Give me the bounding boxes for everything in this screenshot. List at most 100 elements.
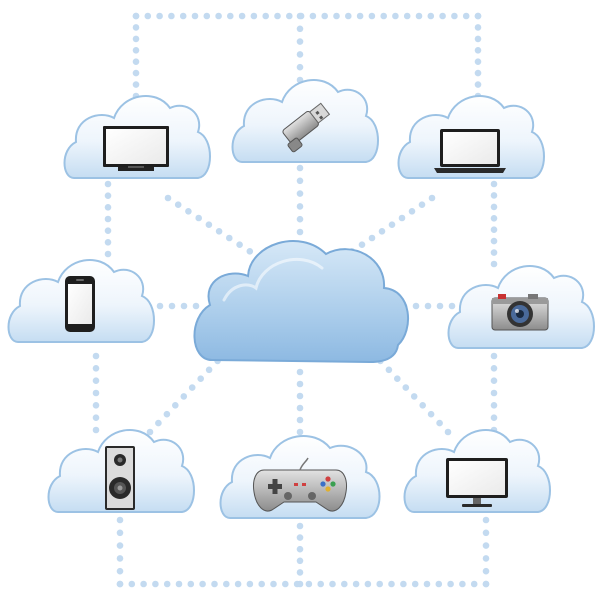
device-cloud-tv xyxy=(63,94,211,179)
connection-dot xyxy=(427,12,435,20)
connection-dot xyxy=(415,12,423,20)
connection-dot xyxy=(482,567,490,575)
connection-dot xyxy=(234,580,242,588)
connection-dot xyxy=(238,12,246,20)
connection-dot xyxy=(490,402,498,409)
connection-dot xyxy=(490,203,498,211)
device-cloud-gamepad xyxy=(219,434,381,519)
connection-dot xyxy=(211,580,218,588)
connection-dot xyxy=(296,428,304,436)
connection-dot xyxy=(482,580,490,588)
connection-dot xyxy=(227,12,234,20)
connection-dot xyxy=(262,12,270,20)
connection-dot xyxy=(490,180,498,188)
connection-dot xyxy=(345,12,352,20)
connection-dot xyxy=(474,69,482,77)
connection-dot xyxy=(439,12,446,20)
connection-dot xyxy=(92,377,100,385)
connection-dot xyxy=(403,12,411,20)
connection-dot xyxy=(92,389,100,397)
connection-dot xyxy=(258,580,266,588)
connection-dot xyxy=(296,63,304,71)
connection-dot xyxy=(92,426,100,434)
connection-dot xyxy=(392,12,399,20)
connection-dot xyxy=(116,580,124,588)
connection-dot xyxy=(358,241,366,248)
connection-dot xyxy=(400,580,407,588)
connection-dot xyxy=(296,190,304,197)
monitor-icon xyxy=(446,458,508,507)
connection-dot xyxy=(132,12,140,20)
connection-dot xyxy=(92,414,100,422)
connection-dot xyxy=(296,215,304,223)
connection-dot xyxy=(223,580,230,588)
connection-dot xyxy=(408,208,416,215)
connection-dot xyxy=(296,12,304,20)
connection-dot xyxy=(191,12,199,20)
connection-dot xyxy=(435,580,443,588)
connection-dot xyxy=(296,522,304,530)
connection-dot xyxy=(132,81,140,88)
connection-dot xyxy=(474,81,482,88)
connection-dot xyxy=(180,393,188,400)
connection-dot xyxy=(388,580,395,588)
connection-dot xyxy=(132,69,140,77)
connection-dot xyxy=(174,201,182,208)
connection-dot xyxy=(474,58,482,65)
connection-dot xyxy=(419,402,427,409)
connection-dot xyxy=(144,12,152,20)
connection-dot xyxy=(116,567,124,575)
connection-dot xyxy=(274,12,281,20)
gamepad-icon xyxy=(253,457,347,512)
connection-dot xyxy=(411,580,419,588)
connection-dot xyxy=(321,12,329,20)
connection-dot xyxy=(163,580,171,588)
connection-dot xyxy=(305,580,313,588)
connection-dot xyxy=(246,580,254,588)
connection-dot xyxy=(286,12,293,20)
connection-dot xyxy=(474,47,482,54)
connection-dot xyxy=(205,221,213,228)
connection-dot xyxy=(490,226,498,233)
connection-dot xyxy=(329,580,336,588)
connection-dot xyxy=(164,194,172,202)
connection-dot xyxy=(205,366,213,374)
connection-dot xyxy=(385,366,393,374)
connection-dot xyxy=(341,580,348,588)
connection-dot xyxy=(490,414,498,422)
connection-dot xyxy=(444,428,452,436)
connection-dot xyxy=(92,352,100,360)
connection-dot xyxy=(296,416,304,424)
speaker-icon xyxy=(105,446,135,510)
camera-icon xyxy=(491,294,549,331)
connection-dot xyxy=(490,249,498,256)
connection-dot xyxy=(436,419,443,427)
connection-dot xyxy=(470,580,478,588)
connection-dot xyxy=(296,203,304,210)
connection-dot xyxy=(146,428,154,436)
connection-dot xyxy=(424,302,432,310)
connection-dot xyxy=(428,194,436,202)
connection-dot xyxy=(140,580,147,588)
connection-dot xyxy=(215,228,223,235)
connection-dot xyxy=(156,302,164,310)
connection-dot xyxy=(168,12,175,20)
connection-dots xyxy=(92,12,498,588)
device-clouds xyxy=(7,78,595,519)
tv-icon xyxy=(103,126,169,171)
connection-dot xyxy=(156,12,163,20)
connection-dot xyxy=(451,12,458,20)
connection-dot xyxy=(378,228,386,235)
connection-dot xyxy=(187,580,195,588)
connection-dot xyxy=(490,215,498,222)
connection-dot xyxy=(368,234,376,242)
laptop-icon xyxy=(434,129,506,173)
connection-dot xyxy=(296,557,304,565)
device-cloud-phone xyxy=(7,258,155,343)
connection-dot xyxy=(296,25,304,33)
device-cloud-laptop xyxy=(397,94,545,179)
connection-dot xyxy=(236,241,243,248)
connection-dot xyxy=(226,234,233,242)
connection-dot xyxy=(92,402,100,409)
